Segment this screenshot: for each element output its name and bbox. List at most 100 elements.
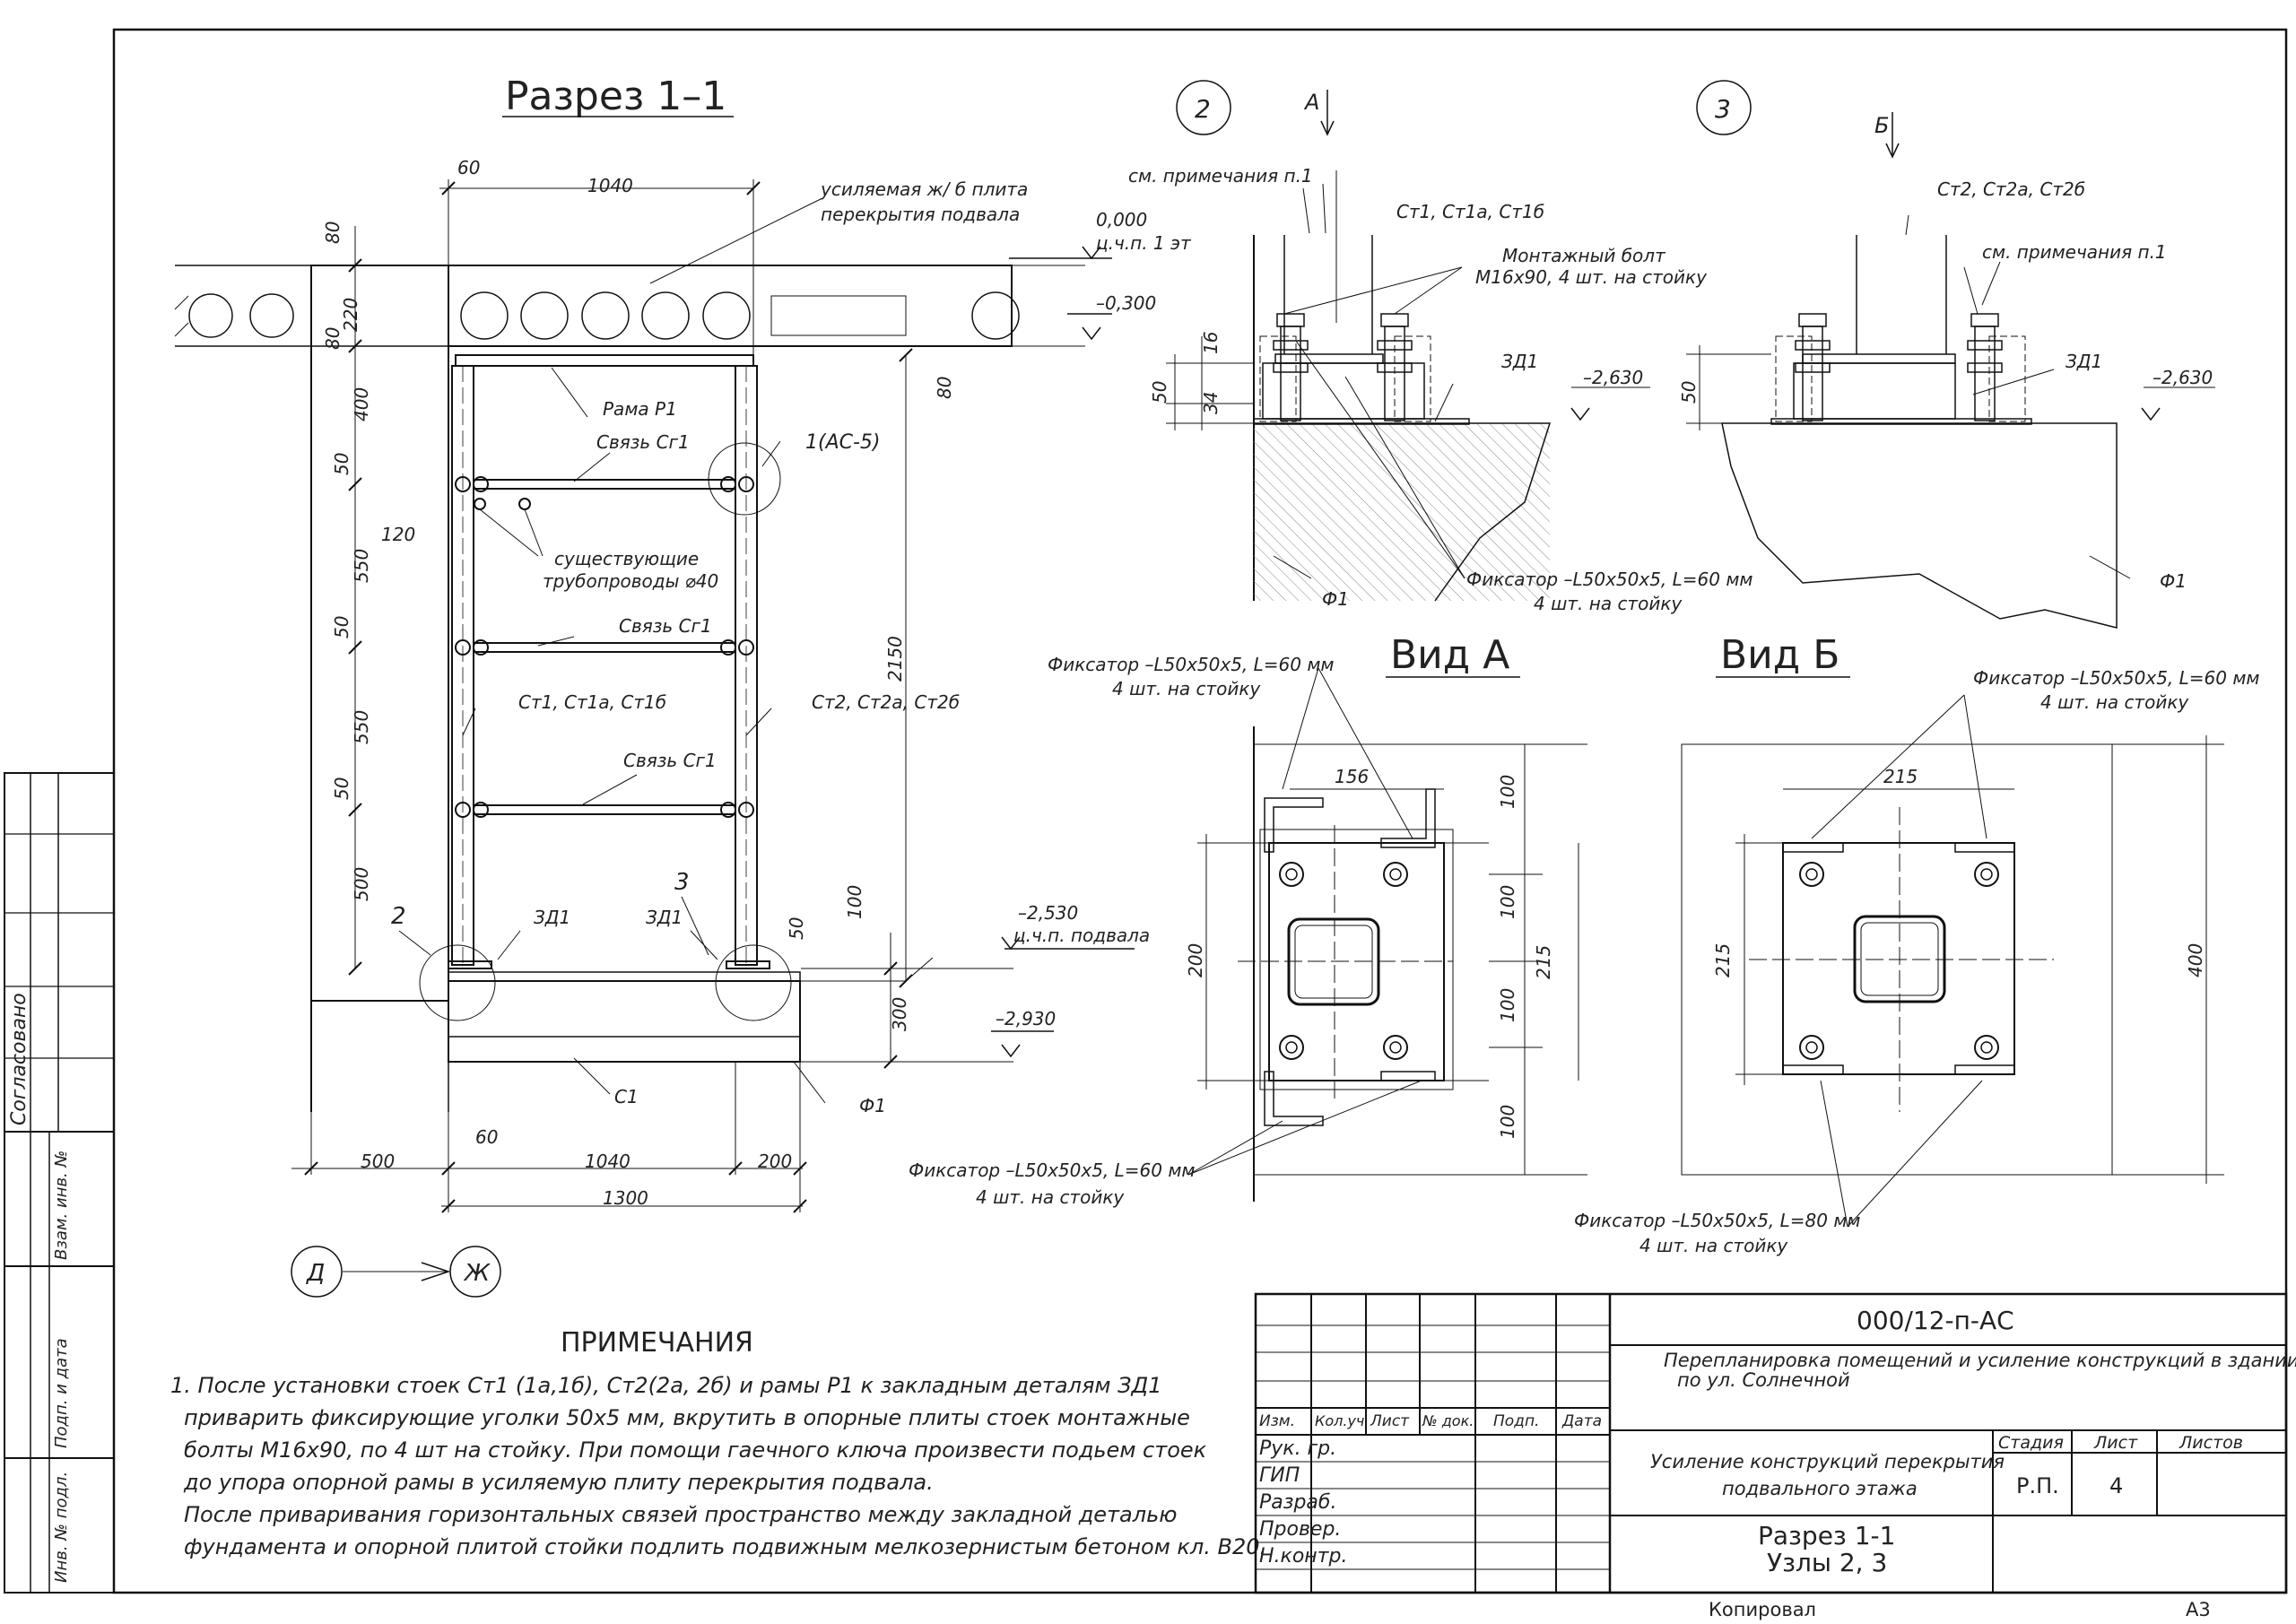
- node2-fix1: Фиксатор –L50х50х5, L=60 мм: [1466, 569, 1753, 590]
- view-a-dim215: 215: [1533, 945, 1554, 979]
- callout-node-3: [715, 944, 792, 1021]
- label-pipes1: существующие: [554, 548, 699, 569]
- stamp-h-izm: Изм.: [1259, 1412, 1295, 1430]
- view-a-bolts: [1279, 862, 1408, 1060]
- note-line-3: болты М16х90, по 4 шт на стойку. При пом…: [184, 1437, 1207, 1463]
- foundation: [448, 980, 801, 1063]
- node3-f1: Ф1: [2160, 570, 2187, 592]
- stamp-project1: Перепланировка помещений и усиление конс…: [1664, 1350, 2296, 1371]
- label-zd1a: ЗД1: [534, 907, 570, 928]
- existing-pipes: [474, 498, 544, 557]
- dim-80b: 80: [322, 327, 344, 350]
- node2-bolt2: М16х90, 4 шт. на стойку: [1475, 266, 1708, 288]
- stamp-stage-h: Стадия: [1998, 1433, 2064, 1453]
- label-brace1: Связь Сг1: [596, 431, 690, 453]
- stamp-code: 000/12-п-АС: [1857, 1306, 2014, 1335]
- stamp-object1: Усиление конструкций перекрытия: [1650, 1451, 2005, 1472]
- inv-replace-label: Взам. инв. №: [52, 1151, 71, 1260]
- existing-wall: [310, 265, 449, 1002]
- view-b-dim400: 400: [2185, 943, 2206, 977]
- dim-50d: 50: [786, 917, 807, 940]
- node3-dim50: 50: [1678, 381, 1700, 404]
- stamp-sheet: 4: [2109, 1473, 2123, 1498]
- dim-50b: 50: [331, 616, 352, 638]
- node-2: 2 А: [1128, 80, 1753, 614]
- view-a-dim200: 200: [1185, 943, 1206, 977]
- dim-100: 100: [844, 885, 865, 919]
- dim-550b: 550: [351, 710, 372, 744]
- dim-ticks: [304, 181, 913, 1213]
- dim-50a: 50: [331, 453, 352, 475]
- note-line-4: до упора опорной рамы в усиляемую плиту …: [183, 1470, 934, 1495]
- node2-dim16: 16: [1200, 332, 1222, 354]
- stamp-h-doc: № док.: [1422, 1412, 1474, 1429]
- node3-elev: –2,630: [2152, 367, 2213, 388]
- view-a-dim100a: 100: [1497, 775, 1518, 809]
- node-3: 3 Б Ст2, Ст2а, С: [1678, 80, 2215, 629]
- column-st1: [451, 365, 474, 966]
- view-b-fix-top2: 4 шт. на стойку: [2040, 691, 2189, 713]
- label-c1: С1: [614, 1086, 639, 1107]
- dim-1040-top: 1040: [587, 175, 633, 196]
- elev-2930: –2,930: [996, 1008, 1056, 1029]
- node2-bolts: [1273, 313, 1413, 421]
- node2-note: см. примечания п.1: [1128, 165, 1313, 187]
- dim-2150: 2150: [884, 636, 906, 682]
- section-text: 60 1040 80 220 80 80 400 50 120 550 50 5…: [322, 157, 1192, 1209]
- node2-cols: Ст1, Ст1а, Ст1б: [1396, 201, 1544, 222]
- node2-elev: –2,630: [1583, 367, 1643, 388]
- elev-0300: –0,300: [1096, 292, 1156, 314]
- elev-2530: –2,530: [1018, 902, 1078, 924]
- section-title: Разрез 1–1: [505, 74, 726, 119]
- label-pipes2: трубопроводы ⌀40: [543, 570, 718, 592]
- node3-number: 3: [1715, 94, 1731, 124]
- node2-bolt1: Монтажный болт: [1502, 245, 1666, 266]
- agreed-label: Согласовано: [8, 993, 30, 1125]
- view-a-dim156: 156: [1335, 766, 1369, 787]
- stamp-role-5: Н.контр.: [1259, 1545, 1347, 1568]
- node2-f1: Ф1: [1322, 588, 1349, 610]
- title-block: 000/12-п-АС Перепланировка помещений и у…: [1254, 1292, 2296, 1620]
- view-b-plate: [1782, 842, 2015, 1075]
- node2-fix2: 4 шт. на стойку: [1534, 593, 1683, 614]
- view-a-fix-top2: 4 шт. на стойку: [1112, 678, 1261, 699]
- view-a-arrow-label: А: [1303, 90, 1319, 115]
- elev-0000: 0,000: [1096, 209, 1147, 230]
- stamp-role-3: Разраб.: [1259, 1491, 1336, 1514]
- dim-550a: 550: [351, 549, 372, 583]
- label-zd1b: ЗД1: [646, 907, 683, 928]
- stamp-format: А3: [2186, 1599, 2211, 1620]
- node2-zd1: ЗД1: [1501, 351, 1538, 372]
- node3-zd1: ЗД1: [2066, 351, 2102, 372]
- dim-50c: 50: [331, 777, 352, 800]
- stamp-stage: Р.П.: [2016, 1473, 2059, 1498]
- stamp-h-sign: Подп.: [1493, 1412, 1539, 1430]
- dim-200: 200: [758, 1151, 792, 1172]
- section-1-1: Разрез 1–1: [174, 74, 1192, 1298]
- elevation-marks: [991, 246, 1135, 1058]
- view-a-dim100c: 100: [1497, 988, 1518, 1022]
- node2-number: 2: [1195, 94, 1211, 124]
- view-a-fix-bot2: 4 шт. на стойку: [976, 1186, 1125, 1208]
- stamp-content1: Разрез 1-1: [1758, 1521, 1895, 1550]
- sign-date-label: Подп. и дата: [52, 1338, 71, 1448]
- label-callout3: 3: [674, 869, 690, 896]
- stamp-copied: Копировал: [1709, 1599, 1816, 1620]
- leaders: [398, 198, 934, 1104]
- view-a-fix-top1: Фиксатор –L50х50х5, L=60 мм: [1048, 654, 1335, 675]
- stamp-role-2: ГИП: [1259, 1464, 1300, 1487]
- label-callout2: 2: [391, 903, 406, 930]
- slab-infill: [770, 295, 907, 336]
- dim-500: 500: [351, 867, 372, 901]
- view-a: Вид А: [909, 632, 1587, 1208]
- view-a-dim100d: 100: [1497, 1105, 1518, 1139]
- dim-1040-bot: 1040: [585, 1151, 631, 1172]
- view-b-fix-bot2: 4 шт. на стойку: [1639, 1235, 1788, 1256]
- label-slab2: перекрытия подвала: [821, 204, 1020, 225]
- hollow-core-slab: [448, 265, 1013, 347]
- stamp-object2: подвального этажа: [1722, 1478, 1918, 1499]
- label-frame-p1: Рама Р1: [603, 398, 677, 420]
- label-col2: Ст2, Ст2а, Ст2б: [812, 691, 960, 713]
- note-line-1: 1. После установки стоек Ст1 (1а,1б), Ст…: [170, 1373, 1162, 1398]
